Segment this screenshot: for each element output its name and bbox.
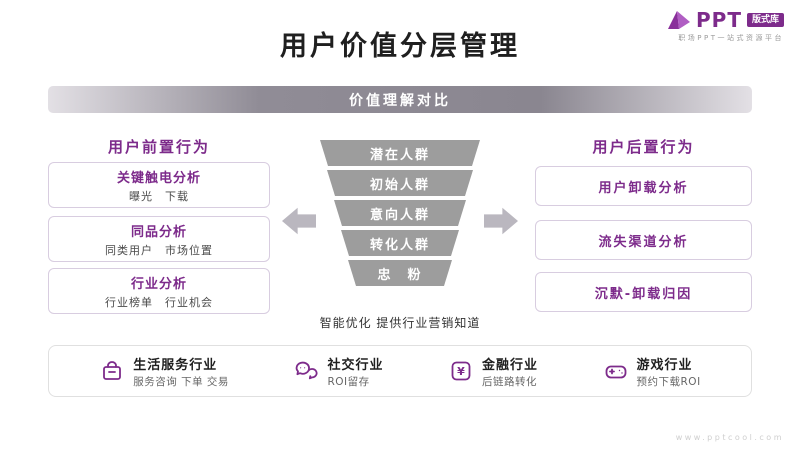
industry-subtitle: 服务咨询 下单 交易 xyxy=(133,375,229,388)
chat-bubbles-icon xyxy=(293,358,319,384)
industry-gaming: 游戏行业 预约下载ROI xyxy=(603,354,701,389)
left-arrow-icon xyxy=(282,207,316,235)
industry-title: 社交行业 xyxy=(327,357,384,373)
box-subtitle: 曝光 下载 xyxy=(129,189,189,203)
industry-title: 金融行业 xyxy=(481,357,538,373)
logo-tagline: 职场PPT一站式资源平台 xyxy=(678,34,784,42)
logo-mark-icon xyxy=(668,11,691,29)
pre-behavior-box-2: 同品分析 同类用户 市场位置 xyxy=(48,216,270,262)
industry-panel: 生活服务行业 服务咨询 下单 交易 社交行业 ROI留存 xyxy=(48,345,752,397)
footer-url: www.pptcool.com xyxy=(675,433,784,442)
funnel-level-1: 潜在人群 xyxy=(320,140,480,166)
industry-subtitle: ROI留存 xyxy=(327,375,370,388)
box-title: 同品分析 xyxy=(130,224,187,240)
right-arrow-icon xyxy=(484,207,518,235)
pre-behavior-box-1: 关键触电分析 曝光 下载 xyxy=(48,162,270,208)
section-banner: 价值理解对比 xyxy=(48,86,752,113)
game-controller-icon xyxy=(603,358,629,384)
yuan-coin-icon: ¥ xyxy=(448,358,474,384)
shopping-bag-icon xyxy=(99,358,125,384)
industry-life-services: 生活服务行业 服务咨询 下单 交易 xyxy=(99,354,229,389)
funnel-level-4: 转化人群 xyxy=(341,230,459,256)
industry-title: 生活服务行业 xyxy=(133,357,218,373)
industry-subtitle: 后链路转化 xyxy=(481,375,537,388)
svg-text:¥: ¥ xyxy=(457,365,465,378)
funnel-level-5: 忠 粉 xyxy=(348,260,452,286)
left-column-header: 用户前置行为 xyxy=(107,138,210,156)
industry-finance: ¥ 金融行业 后链路转化 xyxy=(448,354,538,389)
page-title: 用户价值分层管理 xyxy=(280,31,520,62)
funnel-caption: 智能优化 提供行业营销知道 xyxy=(319,316,481,330)
box-title: 行业分析 xyxy=(130,276,187,292)
logo-badge: 版式库 xyxy=(746,12,784,28)
post-behavior-box-3: 沉默-卸载归因 xyxy=(535,272,752,312)
funnel-level-3: 意向人群 xyxy=(334,200,466,226)
box-title: 关键触电分析 xyxy=(116,170,201,186)
post-behavior-box-1: 用户卸载分析 xyxy=(535,166,752,206)
pre-behavior-box-3: 行业分析 行业榜单 行业机会 xyxy=(48,268,270,314)
brand-logo: PPT 版式库 职场PPT一站式资源平台 xyxy=(667,10,784,43)
box-subtitle: 行业榜单 行业机会 xyxy=(105,295,213,309)
post-behavior-box-2: 流失渠道分析 xyxy=(535,220,752,260)
industry-social: 社交行业 ROI留存 xyxy=(293,354,383,389)
industry-subtitle: 预约下载ROI xyxy=(636,375,701,388)
user-funnel: 潜在人群 初始人群 意向人群 转化人群 忠 粉 xyxy=(320,140,480,286)
box-subtitle: 同类用户 市场位置 xyxy=(105,243,213,257)
industry-title: 游戏行业 xyxy=(636,357,693,373)
logo-brand-text: PPT xyxy=(696,8,742,32)
right-column-header: 用户后置行为 xyxy=(592,138,695,156)
funnel-level-2: 初始人群 xyxy=(327,170,473,196)
